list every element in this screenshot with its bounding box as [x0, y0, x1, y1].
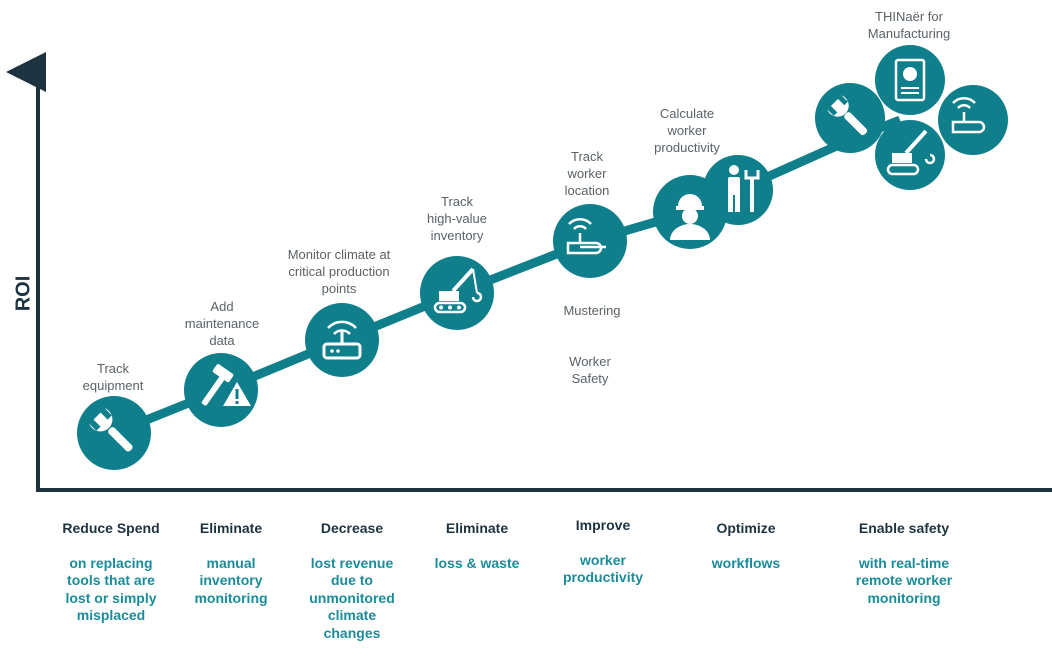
benefit-item: Improve worker productivity: [563, 499, 643, 604]
benefit-heading: Decrease: [320, 519, 384, 536]
hammer-warning-icon: [184, 353, 258, 427]
benefit-detail: manual inventory monitoring: [194, 554, 268, 606]
crane-icon: [420, 256, 494, 330]
benefit-item: Eliminate manual inventory monitoring: [194, 502, 267, 625]
benefit-item: Decrease lost revenue due to unmonitored…: [309, 502, 395, 660]
note-label: Mustering: [563, 303, 621, 318]
step-label: Monitor climate at critical production p…: [287, 247, 391, 296]
benefit-detail: worker productivity: [562, 551, 644, 586]
step-label: Track high-value inventory: [427, 194, 487, 243]
benefit-heading: Improve: [575, 516, 631, 533]
document-icon: [875, 45, 945, 115]
diagram-canvas: [6, 45, 1052, 492]
benefit-heading: Eliminate: [445, 519, 509, 536]
y-axis-label: ROI: [12, 275, 35, 312]
benefit-detail: with real-time remote worker monitoring: [855, 554, 953, 606]
step-label: THINaër for Manufacturing: [867, 9, 951, 41]
worker-with-wrench-icon: [703, 155, 773, 225]
benefit-item: Eliminate loss & waste: [435, 502, 520, 590]
crane-icon: [875, 120, 945, 190]
benefit-detail: loss & waste: [434, 554, 520, 571]
wrench-icon: [815, 83, 885, 153]
hand-signal-icon: [938, 85, 1008, 155]
step-label: Track equipment: [82, 361, 144, 393]
note-label: Worker Safety: [569, 354, 611, 386]
benefit-heading: Reduce Spend: [62, 519, 160, 536]
benefit-heading: Enable safety: [858, 519, 950, 536]
benefit-detail: on replacing tools that are lost or simp…: [65, 554, 157, 624]
cluster-icon: [815, 45, 1008, 190]
step-label: Calculate worker productivity: [654, 106, 720, 155]
benefit-item: Enable safety with real-time remote work…: [856, 502, 952, 625]
wireless-router-icon: [305, 303, 379, 377]
step-label: Track worker location: [564, 149, 610, 198]
benefit-detail: workflows: [711, 554, 781, 571]
step-label: Add maintenance data: [184, 299, 260, 348]
benefit-item: Reduce Spend on replacing tools that are…: [62, 502, 159, 642]
wrench-icon: [77, 396, 151, 470]
benefit-item: Optimize workflows: [712, 502, 780, 590]
benefit-detail: lost revenue due to unmonitored climate …: [309, 554, 395, 641]
hand-signal-icon: [553, 204, 627, 278]
benefit-heading: Optimize: [716, 519, 776, 536]
roi-diagram: ROI Track equipment Add maintenance data…: [6, 9, 1052, 641]
benefit-heading: Eliminate: [199, 519, 263, 536]
